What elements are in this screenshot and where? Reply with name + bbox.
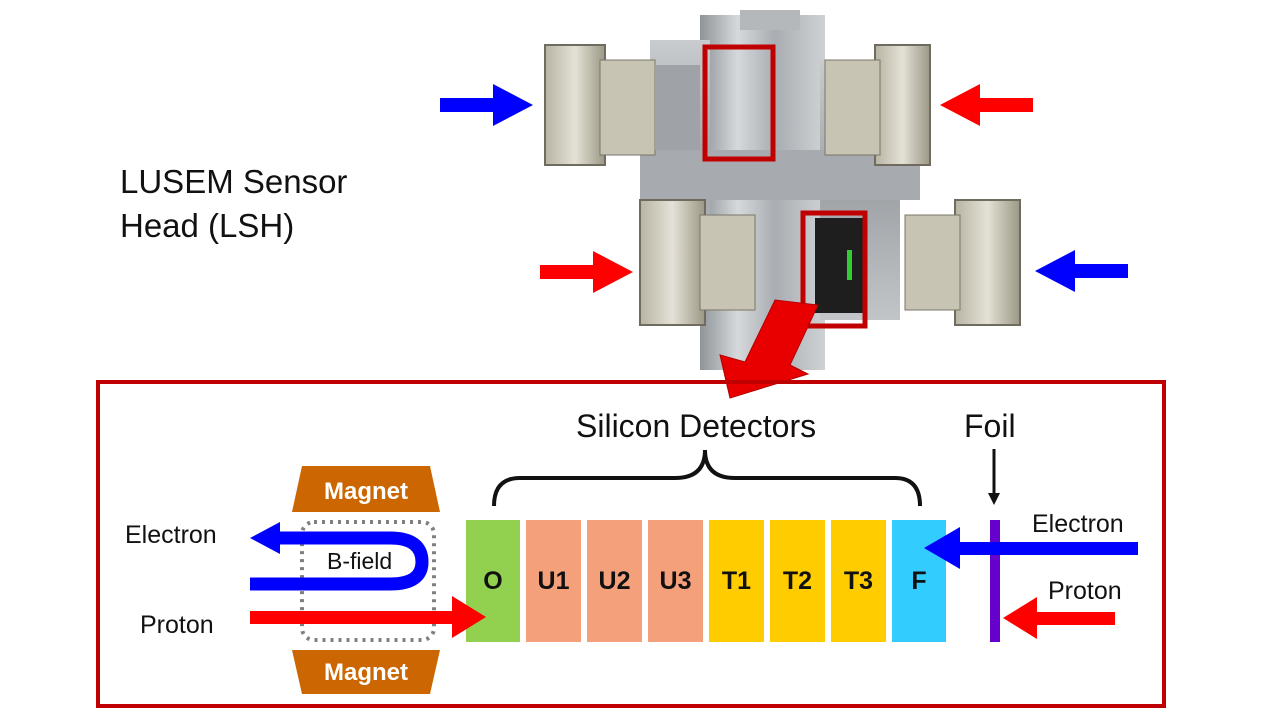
detector-t1-label: T1 (721, 566, 752, 595)
electron-right-label: Electron (1032, 510, 1124, 538)
proton-left-label: Proton (140, 611, 214, 639)
zoom-pointer-arrow (719, 299, 819, 399)
arrow-blue-top-left (440, 84, 533, 126)
proton-left-path (250, 611, 455, 624)
title-line-2: Head (LSH) (120, 207, 295, 244)
proton-right-arrowhead (1003, 597, 1037, 639)
silicon-detectors-label: Silicon Detectors (576, 408, 817, 444)
particle-paths (250, 520, 1138, 642)
arrow-red-bottom-left (540, 251, 633, 293)
connector-top-left (544, 44, 700, 166)
detector-t2: T2 (770, 520, 825, 642)
magnet-bottom-label: Magnet (324, 659, 408, 686)
foil-pointer (988, 449, 1000, 505)
proton-left-arrowhead (452, 596, 486, 638)
proton-right-label: Proton (1048, 577, 1122, 605)
connector-bottom-left (639, 199, 756, 326)
detector-u2-label: U2 (598, 566, 631, 595)
detector-diagram-frame (96, 380, 1166, 708)
electron-right-arrowhead (924, 527, 960, 569)
connector-bottom-right (904, 199, 1021, 326)
connector-top-right (824, 44, 931, 166)
detector-u2: U2 (587, 520, 642, 642)
detector-u1: U1 (526, 520, 581, 642)
detector-o-label: O (483, 566, 503, 595)
proton-right-path (1035, 612, 1115, 625)
upper-highlight-box (702, 44, 776, 162)
detector-u3-label: U3 (659, 566, 692, 595)
detector-u1-label: U1 (537, 566, 570, 595)
sensor-head-title: LUSEM Sensor Head (LSH) (120, 160, 347, 248)
detector-u3: U3 (648, 520, 703, 642)
magnet-top: Magnet (292, 466, 440, 512)
detector-t2-label: T2 (782, 566, 813, 595)
magnet-top-label: Magnet (324, 478, 408, 505)
detector-f: F (892, 520, 946, 642)
electron-right-path (958, 542, 1138, 555)
detector-f-label: F (911, 566, 927, 595)
detector-bracket (492, 449, 922, 507)
foil-label: Foil (964, 408, 1016, 444)
electron-deflected-path (250, 531, 429, 591)
detector-t3: T3 (831, 520, 886, 642)
sensor-head-photo (440, 10, 1128, 399)
electron-left-arrowhead (250, 522, 280, 554)
arrow-blue-bottom-right (1035, 250, 1128, 292)
magnet-bottom: Magnet (292, 650, 440, 694)
bfield-label: B-field (325, 548, 395, 575)
foil (990, 520, 1000, 642)
electron-left-label: Electron (125, 521, 217, 549)
arrow-red-top-right (940, 84, 1033, 126)
title-line-1: LUSEM Sensor (120, 163, 348, 200)
detector-highlight-box (800, 210, 868, 329)
detector-t3-label: T3 (843, 566, 874, 595)
detector-t1: T1 (709, 520, 764, 642)
